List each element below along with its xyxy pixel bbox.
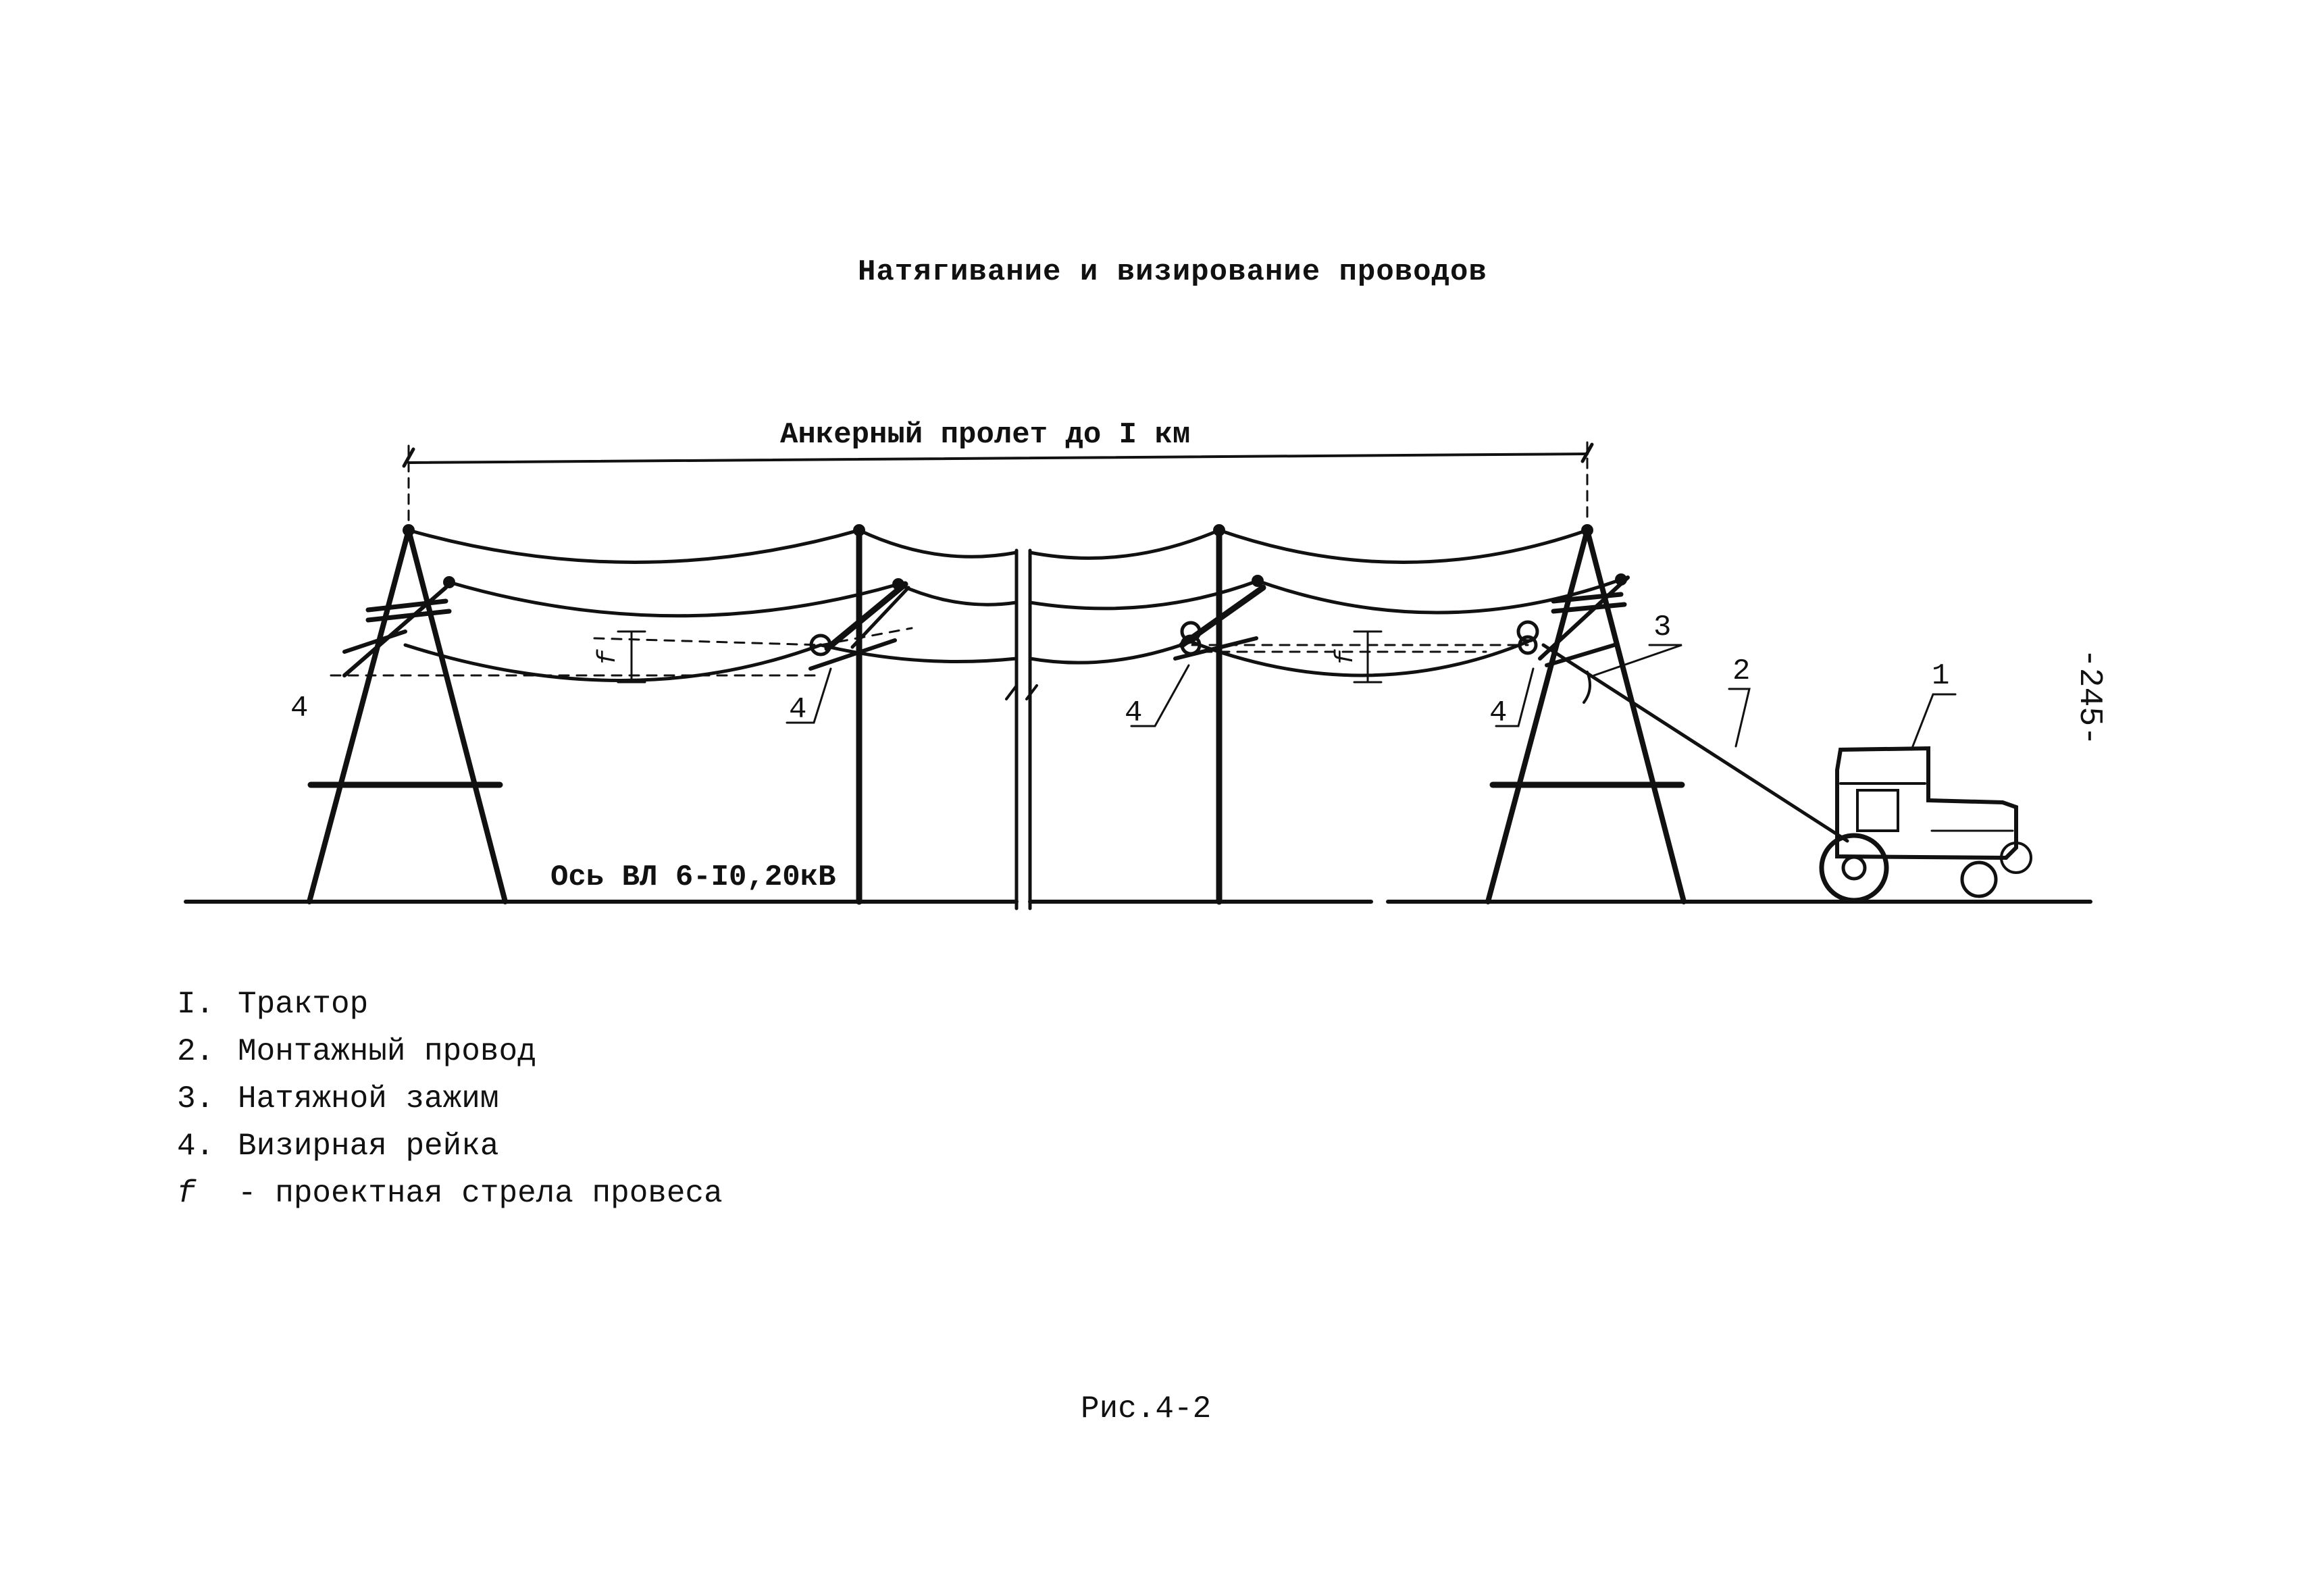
- intermediate-pole-2: [1173, 527, 1266, 905]
- callout-leaders: [786, 644, 1957, 751]
- legend-item: f - проектная стрела провеса: [177, 1170, 723, 1217]
- legend-item: 3. Натяжной зажим: [177, 1075, 723, 1123]
- legend-text: Монтажный провод: [238, 1034, 536, 1069]
- legend-text: - проектная стрела провеса: [238, 1176, 723, 1211]
- callout-2-wire: 2: [1732, 654, 1750, 688]
- legend-num: f: [177, 1176, 196, 1211]
- axis-label: Ось ВЛ 6-I0,20кВ: [550, 860, 835, 894]
- legend-text: Визирная рейка: [238, 1129, 499, 1164]
- legend-text: Трактор: [238, 987, 369, 1022]
- legend-item: 2. Монтажный провод: [177, 1028, 723, 1075]
- callout-4-right: 4: [1489, 696, 1507, 730]
- tractor: [1819, 746, 2032, 903]
- drawing-title: Натягивание и визирование проводов: [858, 255, 1487, 289]
- legend-item: 4. Визирная рейка: [177, 1123, 723, 1170]
- legend-item: I. Трактор: [177, 981, 723, 1028]
- break-marks: [1005, 548, 1038, 910]
- callout-4-left: 4: [290, 692, 308, 725]
- right-anchor-support: [1485, 527, 1687, 904]
- page-number: -245-: [2071, 648, 2107, 746]
- conductors: [403, 528, 1623, 682]
- sag-label-2: f: [1331, 649, 1360, 665]
- figure-caption: Рис.4-2: [1081, 1391, 1212, 1426]
- legend-num: 2.: [177, 1034, 215, 1069]
- callout-1-tractor: 1: [1932, 659, 1949, 693]
- legend-num: 3.: [177, 1081, 215, 1116]
- callout-4-pole-1: 4: [789, 693, 806, 727]
- sag-dimension-1: [617, 630, 646, 684]
- attachment-points: [403, 524, 1627, 590]
- legend-num: 4.: [177, 1129, 215, 1164]
- intermediate-pole-1: [808, 527, 910, 905]
- legend-text: Натяжной зажим: [238, 1081, 499, 1116]
- left-anchor-support: [307, 527, 508, 904]
- sag-label-1: f: [594, 649, 623, 665]
- callout-4-pole-2: 4: [1125, 696, 1142, 730]
- legend: I. Трактор 2. Монтажный провод 3. Натяжной …: [177, 981, 723, 1217]
- legend-num: I.: [177, 987, 215, 1022]
- callout-3-clamp: 3: [1653, 611, 1671, 644]
- sag-dimension-2: [1353, 630, 1383, 684]
- mounting-wire: [1541, 643, 1849, 843]
- span-dimension: [402, 441, 1594, 521]
- span-label: Анкерный пролет до I км: [780, 418, 1190, 452]
